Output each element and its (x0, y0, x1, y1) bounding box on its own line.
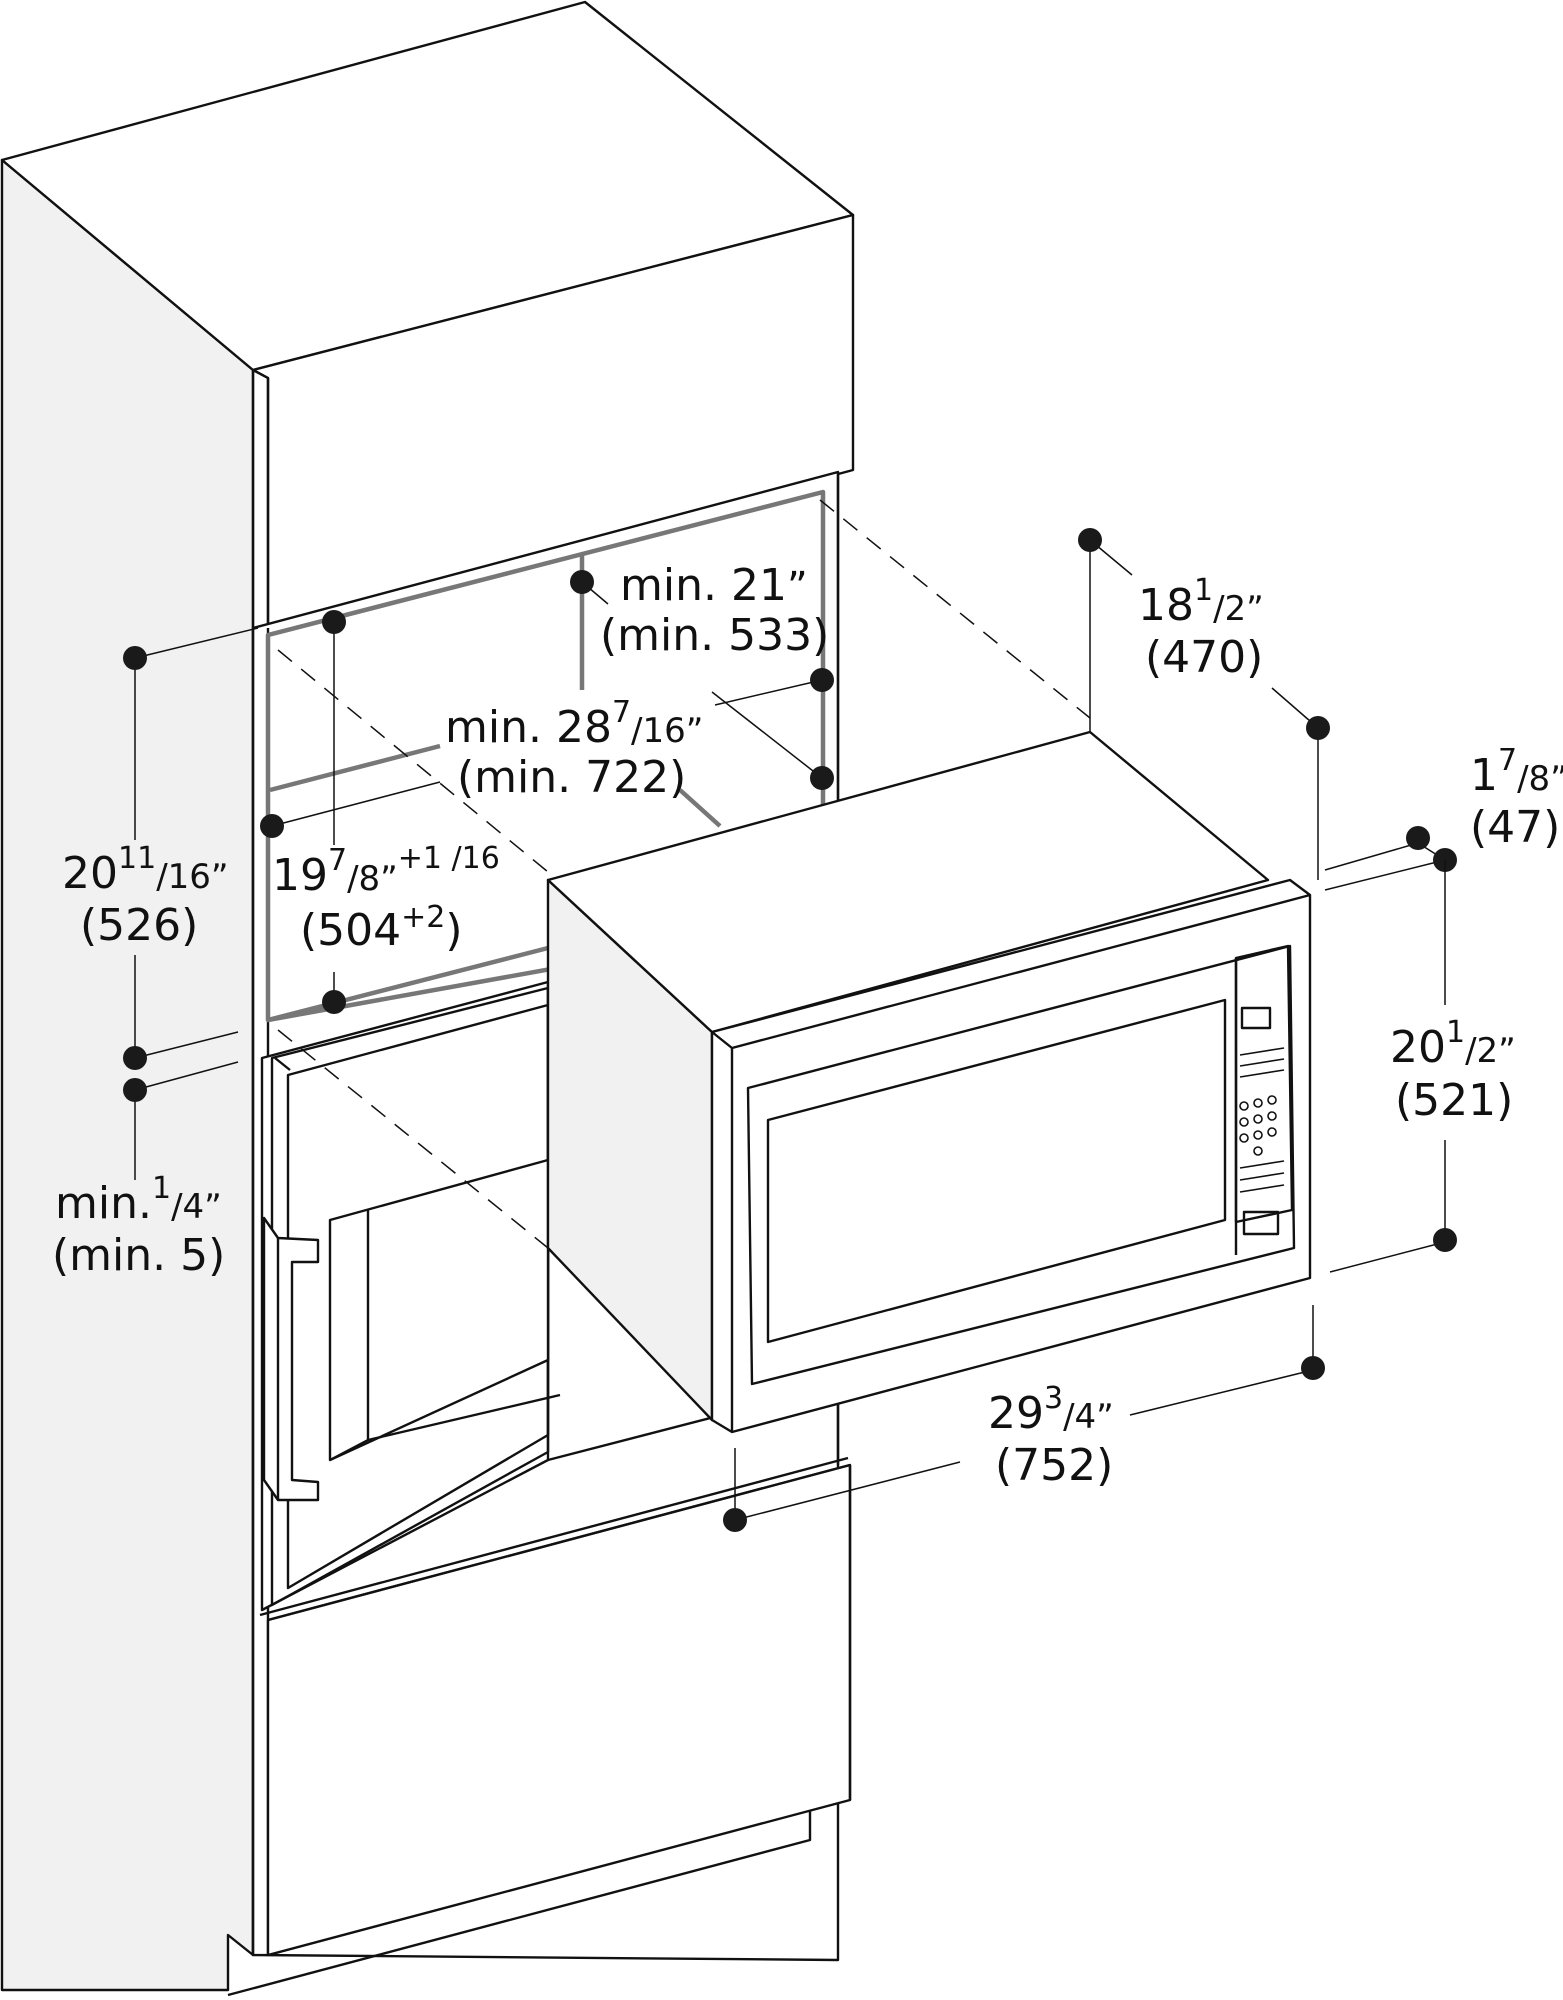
dimension-labels: 181/2” (470) 17/8” (47) 201/2” (521) 293… (52, 560, 1563, 1491)
dim-cutout-width-metric: (min. 722) (457, 752, 686, 803)
dim-trim-width-metric: (752) (995, 1440, 1113, 1491)
built-in-microwave (546, 730, 1312, 1434)
dim-cutout-total-height-sup: 11 (118, 841, 156, 876)
oven-door-handle (262, 1216, 320, 1502)
dim-cutout-height-main: 19 (272, 850, 328, 901)
dim-point (810, 766, 834, 790)
dim-cutout-height-sub: /8” (347, 859, 398, 899)
dim-cutout-depth-sub: ” (787, 564, 808, 610)
dim-gap-below-sub: /4” (171, 1187, 222, 1227)
oven-window (328, 1158, 550, 1462)
dim-point (123, 646, 147, 670)
door-release-button[interactable] (1242, 1210, 1280, 1236)
dim-cutout-height-metric-close: ) (445, 905, 462, 956)
dim-top-depth: 181/2” (470) (1138, 573, 1264, 683)
dim-point (1301, 1356, 1325, 1380)
dim-point (322, 990, 346, 1014)
dim-frame-offset-metric: (47) (1470, 802, 1560, 853)
dim-top-depth-sup: 1 (1194, 573, 1213, 608)
dim-top-depth-sub: /2” (1213, 589, 1264, 629)
cabinet-side-panel (0, 158, 255, 1992)
dim-cutout-height-metric: (504 (300, 905, 401, 956)
dim-gap-below-metric: (min. 5) (52, 1230, 225, 1281)
dim-trim-width: 293/4” (752) (988, 1381, 1114, 1491)
dim-cutout-width-sup: 7 (612, 695, 631, 730)
dim-point (1306, 716, 1330, 740)
svg-text:293/4”: 293/4” (988, 1381, 1114, 1439)
dim-cutout-width: min. 287/16” (min. 722) (445, 695, 703, 803)
dim-trim-width-main: 29 (988, 1388, 1044, 1439)
dim-point (1078, 528, 1102, 552)
svg-text:min. 21”: min. 21” (620, 560, 808, 611)
display-screen (1240, 1006, 1272, 1030)
dim-top-depth-main: 18 (1138, 580, 1194, 631)
wall-oven (260, 908, 839, 1612)
dim-point (123, 1078, 147, 1102)
dim-frame-offset-sup: 7 (1498, 743, 1517, 778)
svg-text:2011/16”: 2011/16” (62, 841, 229, 899)
dim-frame-offset-main: 1 (1470, 750, 1498, 801)
dim-cutout-depth-main: min. 21 (620, 560, 787, 611)
dim-point (1433, 1228, 1457, 1252)
microwave-door-window (766, 998, 1227, 1344)
dim-point (723, 1508, 747, 1532)
dim-frame-offset: 17/8” (47) (1470, 743, 1563, 853)
svg-text:(504+2): (504+2) (300, 900, 463, 956)
dim-trim-height-metric: (521) (1395, 1075, 1513, 1126)
dim-cutout-total-height-metric: (526) (80, 900, 198, 951)
dim-point (1406, 826, 1430, 850)
dim-gap-below: min.1/4” (min. 5) (52, 1171, 225, 1281)
svg-text:181/2”: 181/2” (1138, 573, 1264, 631)
svg-text:197/8”+1 /16: 197/8”+1 /16 (272, 841, 500, 901)
dim-gap-below-sup: 1 (152, 1171, 171, 1206)
dim-cutout-height-tol: +1 /16 (398, 841, 500, 876)
dim-top-depth-metric: (470) (1145, 632, 1263, 683)
dim-point (123, 1046, 147, 1070)
dim-cutout-height: 197/8”+1 /16 (504+2) (272, 841, 500, 956)
control-panel (1234, 944, 1294, 1255)
dim-point (322, 610, 346, 634)
dim-trim-height-sub: /2” (1465, 1031, 1516, 1071)
dim-trim-width-sub: /4” (1063, 1397, 1114, 1437)
dim-point (570, 570, 594, 594)
dim-trim-height: 201/2” (521) (1390, 1015, 1516, 1126)
dim-point (260, 814, 284, 838)
dim-trim-width-sup: 3 (1044, 1381, 1063, 1416)
svg-text:min.1/4”: min.1/4” (55, 1171, 222, 1229)
svg-text:min. 287/16”: min. 287/16” (445, 695, 703, 753)
dim-cutout-width-sub: /16” (631, 711, 703, 751)
microwave-top (546, 730, 1270, 1034)
dim-frame-offset-sub: /8” (1517, 759, 1563, 799)
microwave-front (746, 944, 1296, 1386)
dim-trim-height-sup: 1 (1446, 1015, 1465, 1050)
dim-cutout-depth: min. 21” (min. 533) (600, 560, 829, 661)
dim-cutout-total-height-main: 20 (62, 848, 118, 899)
dim-gap-below-main: min. (55, 1178, 152, 1229)
dim-cutout-total-height: 2011/16” (526) (62, 841, 229, 951)
dim-cutout-depth-metric: (min. 533) (600, 610, 829, 661)
dim-cutout-height-metric-tol: +2 (401, 900, 445, 935)
dim-cutout-total-height-sub: /16” (156, 857, 228, 897)
svg-text:17/8”: 17/8” (1470, 743, 1563, 801)
dim-cutout-width-main: min. 28 (445, 702, 612, 753)
keypad[interactable] (1239, 1047, 1285, 1193)
dim-point (810, 668, 834, 692)
dim-cutout-height-sup: 7 (328, 843, 347, 878)
svg-text:201/2”: 201/2” (1390, 1015, 1516, 1073)
dim-trim-height-main: 20 (1390, 1022, 1446, 1073)
dimension-leaders (123, 528, 1457, 1532)
